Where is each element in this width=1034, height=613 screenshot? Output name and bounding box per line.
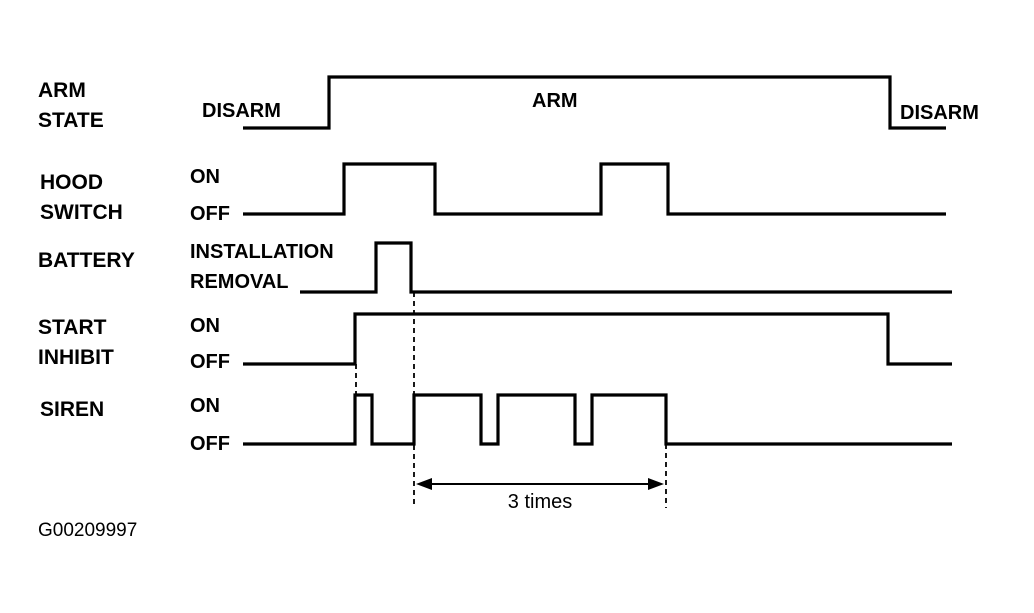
hood-switch-waveform: [243, 162, 946, 216]
siren-label: SIREN: [40, 398, 104, 421]
dimension-arrowhead-left-icon: [416, 478, 432, 490]
siren-off-label: OFF: [190, 433, 230, 455]
arm-state-label-line2: STATE: [38, 109, 104, 132]
start-inhibit-label-line2: INHIBIT: [38, 346, 114, 369]
hood-switch-on-label: ON: [190, 166, 220, 188]
arm-state-disarm-right: DISARM: [900, 102, 979, 124]
hood-switch-off-label: OFF: [190, 203, 230, 225]
start-inhibit-waveform: [243, 312, 952, 366]
battery-removal-label: REMOVAL: [190, 271, 289, 293]
arm-state-waveform: [243, 75, 946, 130]
hood-switch-label-line2: SWITCH: [40, 201, 123, 224]
dimension-arrowhead-right-icon: [648, 478, 664, 490]
arm-state-disarm-left: DISARM: [202, 100, 281, 122]
siren-on-label: ON: [190, 395, 220, 417]
start-inhibit-on-label: ON: [190, 315, 220, 337]
dimension-label: 3 times: [508, 491, 572, 513]
battery-label: BATTERY: [38, 249, 135, 272]
hood-switch-label-line1: HOOD: [40, 171, 103, 194]
siren-waveform: [243, 393, 952, 446]
battery-installation-label: INSTALLATION: [190, 241, 334, 263]
arm-state-label-line1: ARM: [38, 79, 86, 102]
arm-state-arm: ARM: [532, 90, 578, 112]
start-inhibit-label-line1: START: [38, 316, 107, 339]
figure-id: G00209997: [38, 520, 137, 541]
battery-waveform: [300, 241, 952, 294]
start-inhibit-off-label: OFF: [190, 351, 230, 373]
